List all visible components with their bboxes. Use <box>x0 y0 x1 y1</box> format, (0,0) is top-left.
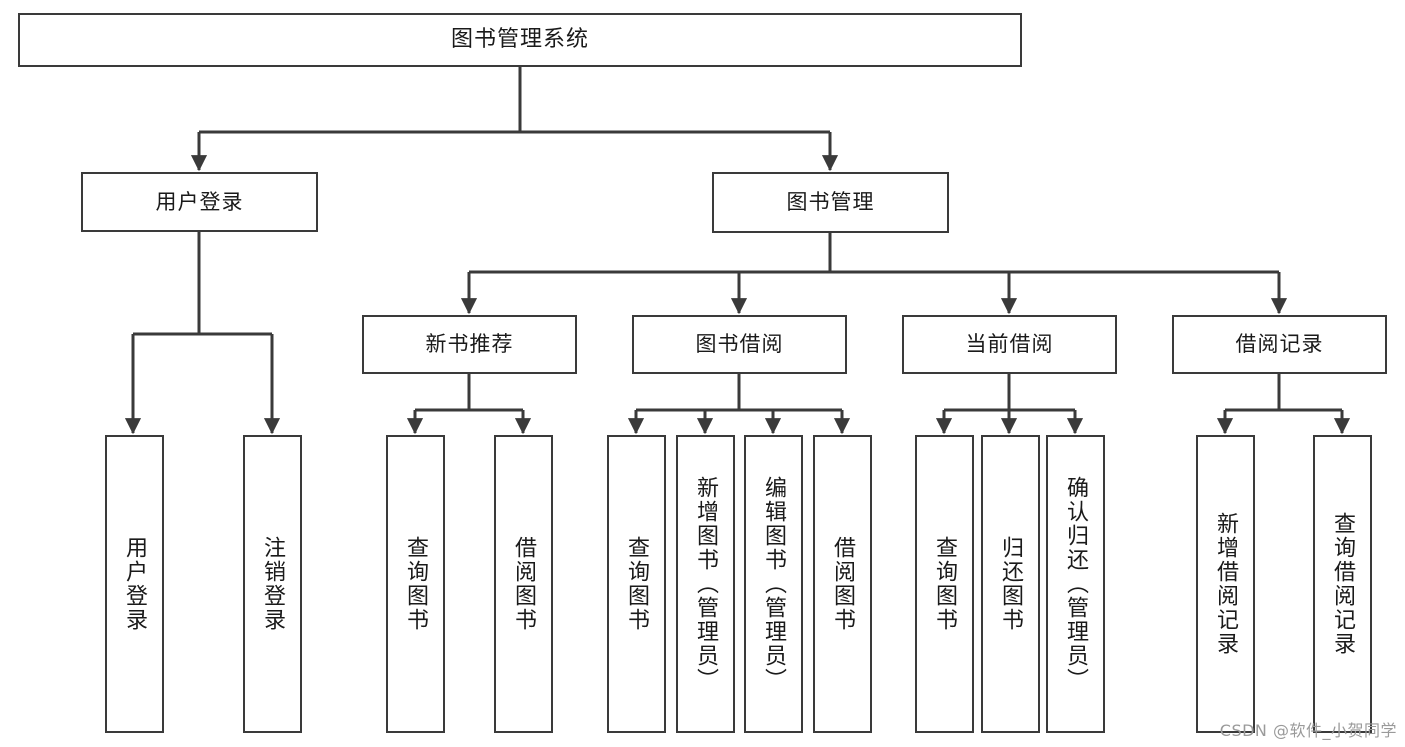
leaf-current-borrow-return[interactable]: 归还图书 <box>981 435 1040 733</box>
watermark-text: CSDN @软件_小贺同学 <box>1219 721 1397 740</box>
node-new-book-recommend[interactable]: 新书推荐 <box>362 315 577 374</box>
leaf-user-login-logout[interactable]: 注销登录 <box>243 435 302 733</box>
node-root-library-system[interactable]: 图书管理系统 <box>18 13 1022 67</box>
leaf-borrow-record-query[interactable]: 查询借阅记录 <box>1313 435 1372 733</box>
node-label: 图书借阅 <box>695 332 784 357</box>
node-current-borrow[interactable]: 当前借阅 <box>902 315 1117 374</box>
node-book-borrow[interactable]: 图书借阅 <box>632 315 847 374</box>
node-label: 查询借阅记录 <box>1330 512 1356 656</box>
node-label: 当前借阅 <box>965 332 1054 357</box>
leaf-current-borrow-confirm-return[interactable]: 确认归还（管理员） <box>1046 435 1105 733</box>
node-label: 借阅图书 <box>830 536 856 632</box>
node-user-login[interactable]: 用户登录 <box>81 172 318 232</box>
leaf-user-login-login[interactable]: 用户登录 <box>105 435 164 733</box>
node-book-management[interactable]: 图书管理 <box>712 172 949 233</box>
leaf-current-borrow-query[interactable]: 查询图书 <box>915 435 974 733</box>
node-label: 新增借阅记录 <box>1213 512 1239 656</box>
node-label: 用户登录 <box>122 536 148 632</box>
node-label: 查询图书 <box>932 536 958 632</box>
node-label: 确认归还（管理员） <box>1063 476 1089 692</box>
node-label: 借阅图书 <box>511 536 537 632</box>
node-label: 新书推荐 <box>425 332 514 357</box>
node-borrow-record[interactable]: 借阅记录 <box>1172 315 1387 374</box>
leaf-borrow-record-add[interactable]: 新增借阅记录 <box>1196 435 1255 733</box>
node-label: 查询图书 <box>403 536 429 632</box>
node-label: 图书管理 <box>786 190 875 215</box>
leaf-book-borrow-borrow[interactable]: 借阅图书 <box>813 435 872 733</box>
leaf-book-borrow-edit[interactable]: 编辑图书（管理员） <box>744 435 803 733</box>
node-label: 借阅记录 <box>1235 332 1324 357</box>
node-label: 用户登录 <box>155 189 244 214</box>
node-label: 注销登录 <box>260 536 286 632</box>
node-label: 编辑图书（管理员） <box>761 476 787 692</box>
node-label: 归还图书 <box>998 536 1024 632</box>
leaf-new-book-query[interactable]: 查询图书 <box>386 435 445 733</box>
node-label: 图书管理系统 <box>450 27 589 53</box>
node-label: 查询图书 <box>624 536 650 632</box>
leaf-new-book-borrow[interactable]: 借阅图书 <box>494 435 553 733</box>
leaf-book-borrow-query[interactable]: 查询图书 <box>607 435 666 733</box>
leaf-book-borrow-add[interactable]: 新增图书（管理员） <box>676 435 735 733</box>
node-label: 新增图书（管理员） <box>693 476 719 692</box>
